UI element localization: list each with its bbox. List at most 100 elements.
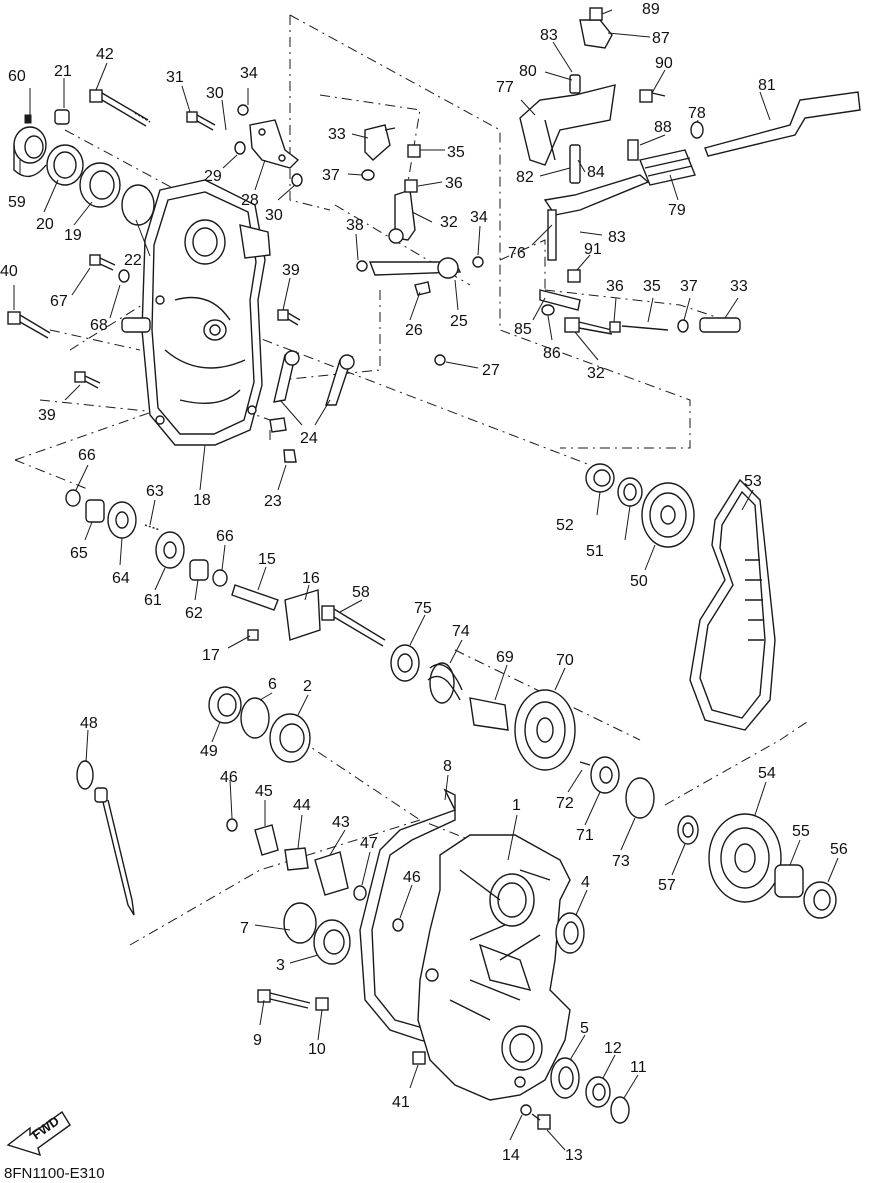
callout-69: 69 <box>496 649 514 666</box>
callout-79: 79 <box>668 202 686 219</box>
callout-49: 49 <box>200 743 218 760</box>
callout-71: 71 <box>576 827 594 844</box>
callout-4: 4 <box>581 874 590 891</box>
callout-36: 36 <box>445 175 463 192</box>
callout-78: 78 <box>688 105 706 122</box>
callout-77: 77 <box>496 79 514 96</box>
callout-72: 72 <box>556 795 574 812</box>
callout-48: 48 <box>80 715 98 732</box>
callout-15: 15 <box>258 551 276 568</box>
callout-57: 57 <box>658 877 676 894</box>
callout-10: 10 <box>308 1041 326 1058</box>
callout-83: 83 <box>540 27 558 44</box>
callout-42: 42 <box>96 46 114 63</box>
callout-17: 17 <box>202 647 220 664</box>
callout-34b: 34 <box>470 209 488 226</box>
callout-60: 60 <box>8 68 26 85</box>
callout-13: 13 <box>565 1147 583 1164</box>
callout-70: 70 <box>556 652 574 669</box>
callout-58: 58 <box>352 584 370 601</box>
callout-8: 8 <box>443 758 452 775</box>
chain-case-cover <box>121 179 271 446</box>
callout-83b: 83 <box>608 229 626 246</box>
callout-6: 6 <box>268 676 277 693</box>
callout-35: 35 <box>447 144 465 161</box>
callout-90: 90 <box>655 55 673 72</box>
lower-right-gears <box>677 813 837 919</box>
callout-34: 34 <box>240 65 258 82</box>
callout-47: 47 <box>360 835 378 852</box>
callout-29: 29 <box>204 168 222 185</box>
dipstick <box>76 760 135 916</box>
callout-81: 81 <box>758 77 776 94</box>
callout-82: 82 <box>516 169 534 186</box>
callout-2: 2 <box>303 678 312 695</box>
callout-56: 56 <box>830 841 848 858</box>
callout-25: 25 <box>450 313 468 330</box>
left-bearings <box>208 686 351 965</box>
callout-44: 44 <box>293 797 311 814</box>
callout-5: 5 <box>580 1020 589 1037</box>
callout-37: 37 <box>322 167 340 184</box>
callout-45: 45 <box>255 783 273 800</box>
callout-36b: 36 <box>606 278 624 295</box>
callout-74: 74 <box>452 623 470 640</box>
shaft-assembly <box>321 605 655 819</box>
callout-86: 86 <box>543 345 561 362</box>
callout-68: 68 <box>90 317 108 334</box>
callout-38: 38 <box>346 217 364 234</box>
callout-76: 76 <box>508 245 526 262</box>
callout-32: 32 <box>440 214 458 231</box>
callout-52: 52 <box>556 517 574 534</box>
callout-62: 62 <box>185 605 203 622</box>
callout-35b: 35 <box>643 278 661 295</box>
callout-80: 80 <box>519 63 537 80</box>
callout-91: 91 <box>584 241 602 258</box>
callout-66b: 66 <box>216 528 234 545</box>
callout-3: 3 <box>276 957 285 974</box>
fwd-arrow-icon: FWD <box>6 1110 71 1157</box>
upper-left-bearings <box>13 104 303 283</box>
callout-24: 24 <box>300 430 318 447</box>
callout-26: 26 <box>405 322 423 339</box>
callout-19: 19 <box>64 227 82 244</box>
callout-39b: 39 <box>38 407 56 424</box>
upper-right-lever-assembly <box>519 7 861 335</box>
callout-14: 14 <box>502 1147 520 1164</box>
middle-left-gears <box>65 489 321 641</box>
callout-27: 27 <box>482 362 500 379</box>
callout-75: 75 <box>414 600 432 617</box>
callout-51: 51 <box>586 543 604 560</box>
sprocket-and-chain <box>585 463 776 731</box>
callout-9: 9 <box>253 1032 262 1049</box>
callout-59: 59 <box>8 194 26 211</box>
callout-30: 30 <box>206 85 224 102</box>
callout-37b: 37 <box>680 278 698 295</box>
callout-84: 84 <box>587 164 605 181</box>
shift-linkages <box>249 119 355 463</box>
callout-41: 41 <box>392 1094 410 1111</box>
callout-16: 16 <box>302 570 320 587</box>
callout-33: 33 <box>328 126 346 143</box>
main-case <box>359 788 630 1124</box>
callout-55: 55 <box>792 823 810 840</box>
callout-22: 22 <box>124 252 142 269</box>
leader-lines <box>13 9 839 1151</box>
callout-1: 1 <box>512 797 521 814</box>
middle-control-parts <box>356 124 484 366</box>
callout-12: 12 <box>604 1040 622 1057</box>
callout-28: 28 <box>241 192 259 209</box>
callout-50: 50 <box>630 573 648 590</box>
callout-labels: 1 2 3 4 5 6 7 8 9 10 11 12 13 14 15 16 1… <box>0 1 848 1164</box>
callout-23: 23 <box>264 493 282 510</box>
callout-85: 85 <box>514 321 532 338</box>
callout-61: 61 <box>144 592 162 609</box>
callout-65: 65 <box>70 545 88 562</box>
callout-46: 46 <box>220 769 238 786</box>
callout-20: 20 <box>36 216 54 233</box>
callout-40: 40 <box>0 263 18 280</box>
callout-88: 88 <box>654 119 672 136</box>
callout-11: 11 <box>630 1059 647 1076</box>
callout-33b: 33 <box>730 278 748 295</box>
